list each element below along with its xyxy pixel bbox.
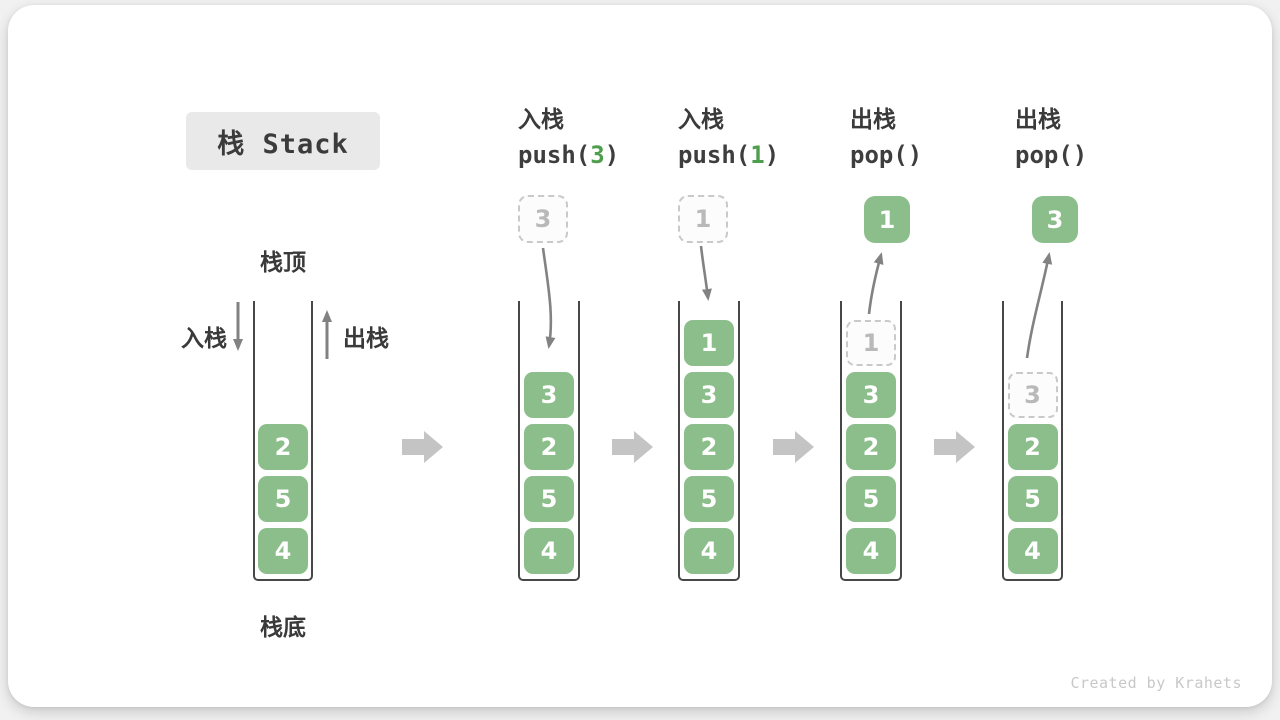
pop-label: 出栈 xyxy=(343,325,389,351)
stack-cell: 5 xyxy=(258,476,308,522)
stack-cell: 4 xyxy=(1007,528,1058,574)
stack-initial: 2 5 4 xyxy=(253,301,313,581)
operation-label: 入栈 xyxy=(678,106,724,132)
stack-cell: 4 xyxy=(258,528,308,574)
stack-cell: 4 xyxy=(684,528,734,574)
stack-top-label: 栈顶 xyxy=(260,249,306,275)
code-post: ) xyxy=(907,141,923,169)
code-pre: push( xyxy=(678,141,751,169)
incoming-value-box: 1 xyxy=(678,195,728,243)
code-arg: 1 xyxy=(750,141,765,169)
stack-cell: 2 xyxy=(1007,424,1058,470)
code-post: ) xyxy=(764,141,780,169)
right-block-arrow-icon xyxy=(402,431,443,463)
stack-after-push-3: 3 2 5 4 xyxy=(518,301,580,581)
right-block-arrow-icon xyxy=(612,431,653,463)
column-header-push-3: 入栈 push(3) xyxy=(518,105,619,170)
code-pre: push( xyxy=(518,141,591,169)
diagram-title: 栈 Stack xyxy=(186,112,380,170)
stack-cell: 4 xyxy=(524,528,574,574)
column-header-pop-1: 出栈 pop() xyxy=(850,105,922,170)
stack-cell-ghost: 1 xyxy=(846,320,896,366)
stack-after-pop-3: 3 2 5 4 xyxy=(1002,301,1063,581)
stack-cell: 3 xyxy=(684,372,734,418)
operation-code: push(3) xyxy=(518,140,619,170)
right-block-arrow-icon xyxy=(934,431,975,463)
right-block-arrow-icon xyxy=(773,431,814,463)
stack-cell-ghost: 3 xyxy=(1007,372,1058,418)
operation-code: pop() xyxy=(850,140,922,170)
stack-cell: 3 xyxy=(524,372,574,418)
column-header-push-1: 入栈 push(1) xyxy=(678,105,779,170)
operation-code: pop() xyxy=(1015,140,1087,170)
stack-cell: 5 xyxy=(524,476,574,522)
operation-code: push(1) xyxy=(678,140,779,170)
code-post: ) xyxy=(1072,141,1088,169)
stack-after-pop-1: 1 3 2 5 4 xyxy=(840,301,902,581)
column-header-pop-3: 出栈 pop() xyxy=(1015,105,1087,170)
stack-cell: 4 xyxy=(846,528,896,574)
stack-cell: 5 xyxy=(1007,476,1058,522)
stack-cell: 2 xyxy=(258,424,308,470)
stack-cell: 2 xyxy=(524,424,574,470)
stack-cell: 5 xyxy=(684,476,734,522)
stack-cell: 3 xyxy=(846,372,896,418)
stack-cell: 2 xyxy=(846,424,896,470)
watermark: Created by Krahets xyxy=(1070,674,1242,692)
stack-cell: 5 xyxy=(846,476,896,522)
incoming-value-box: 3 xyxy=(518,195,568,243)
popped-value-box: 3 xyxy=(1032,196,1078,243)
code-pre: pop( xyxy=(1015,141,1073,169)
code-post: ) xyxy=(604,141,620,169)
operation-label: 入栈 xyxy=(518,106,564,132)
stack-bottom-label: 栈底 xyxy=(260,614,306,640)
code-arg: 3 xyxy=(590,141,605,169)
operation-label: 出栈 xyxy=(1015,106,1061,132)
push-label: 入栈 xyxy=(181,325,227,351)
popped-value-box: 1 xyxy=(864,196,910,243)
stack-after-push-1: 1 3 2 5 4 xyxy=(678,301,740,581)
operation-label: 出栈 xyxy=(850,106,896,132)
code-pre: pop( xyxy=(850,141,908,169)
stack-cell: 2 xyxy=(684,424,734,470)
stack-cell: 1 xyxy=(684,320,734,366)
